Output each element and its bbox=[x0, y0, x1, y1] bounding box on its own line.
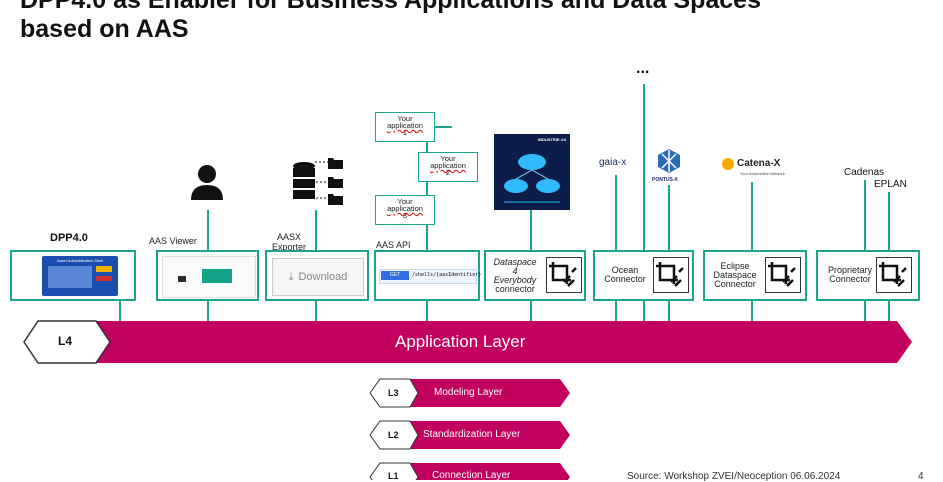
catena-x-logo-icon bbox=[722, 158, 734, 170]
eclipse-line1: Eclipse bbox=[720, 261, 750, 271]
viewer-device-icon bbox=[178, 276, 186, 282]
pontus-x-label: PONTUS-X bbox=[652, 177, 678, 183]
connector-line bbox=[119, 300, 121, 321]
ellipsis: ... bbox=[636, 60, 650, 77]
dataspace-line1: Dataspace bbox=[493, 257, 537, 267]
aas-viewer-box[interactable] bbox=[156, 250, 259, 301]
app-num: 3 bbox=[402, 211, 408, 220]
ocean-line1: Ocean bbox=[611, 265, 639, 275]
dpp-screenshot-title: Asset Administration Shell bbox=[56, 258, 104, 263]
app-line2: application bbox=[430, 161, 466, 170]
page-number: 4 bbox=[918, 471, 924, 482]
api-method-badge: GET bbox=[381, 271, 409, 280]
standardization-layer-label: Standardization Layer bbox=[423, 429, 521, 440]
aas-api-box[interactable]: GET /shells/{aasIdentifier} bbox=[374, 250, 482, 301]
application-layer-label: Application Layer bbox=[395, 332, 526, 351]
connection-layer-badge: L1 bbox=[388, 471, 399, 480]
your-application-2[interactable]: Your application 2 bbox=[418, 152, 478, 182]
title-line-1: DPP4.0 as Enabler for Business Applicati… bbox=[20, 0, 761, 14]
viewer-panel-icon bbox=[202, 269, 232, 283]
proprietary-line1: Proprietary bbox=[827, 265, 872, 275]
eclipse-label: Eclipse Dataspace Connector bbox=[709, 262, 761, 289]
proprietary-label: Proprietary Connector bbox=[822, 266, 878, 284]
source-note: Source: Workshop ZVEI/Neoception 06.06.2… bbox=[627, 471, 841, 482]
app-num: 1 bbox=[402, 128, 408, 137]
connector-icon bbox=[546, 257, 582, 293]
connector-icon bbox=[765, 257, 801, 293]
eplan-label: EPLAN bbox=[874, 179, 907, 190]
app-line1: Your bbox=[397, 114, 413, 123]
dpp-label: DPP4.0 bbox=[50, 232, 88, 244]
app-connector-line bbox=[434, 126, 452, 128]
slide-title: DPP4.0 as Enabler for Business Applicati… bbox=[20, 0, 920, 44]
dataspace-line3: Everybody bbox=[493, 275, 537, 285]
database-icon bbox=[290, 158, 346, 211]
proprietary-line2: Connector bbox=[829, 274, 871, 284]
gaia-x-logo: gaia-x bbox=[599, 157, 627, 168]
connector-line bbox=[615, 175, 617, 321]
app-line1: Your bbox=[440, 154, 456, 163]
aas-api-label: AAS API bbox=[376, 240, 411, 250]
standardization-layer-bar: L2 Standardization Layer bbox=[368, 420, 573, 450]
dataspace-connector-box[interactable]: Dataspace 4 Everybody connector bbox=[484, 250, 586, 301]
your-application-3[interactable]: Your application 3 bbox=[375, 195, 435, 225]
download-button[interactable]: ⤓ Download bbox=[272, 258, 364, 296]
user-icon bbox=[189, 162, 225, 207]
connector-icon bbox=[653, 257, 689, 293]
cadenas-label: Cadenas bbox=[844, 167, 885, 178]
connector-icon bbox=[876, 257, 912, 293]
download-label: Download bbox=[298, 271, 348, 283]
aasx-exporter-label: AASX Exporter bbox=[272, 232, 306, 252]
modeling-layer-label: Modeling Layer bbox=[434, 387, 503, 398]
application-layer-badge: L4 bbox=[58, 334, 73, 348]
dpp-screenshot: Asset Administration Shell bbox=[42, 256, 118, 296]
dpp-box[interactable]: Asset Administration Shell bbox=[10, 250, 136, 301]
aasx-label-line1: AASX bbox=[277, 232, 302, 242]
application-layer-bar: L4 Application Layer bbox=[0, 318, 943, 366]
dataspace-line2: 4 bbox=[512, 266, 518, 276]
modeling-layer-bar: L3 Modeling Layer bbox=[368, 378, 573, 408]
ocean-line2: Connector bbox=[604, 274, 646, 284]
app-line2: application bbox=[387, 204, 423, 213]
connection-layer-bar: L1 Connection Layer bbox=[368, 462, 573, 480]
proprietary-connector-box[interactable]: Proprietary Connector bbox=[816, 250, 920, 301]
eclipse-line3: Connector bbox=[714, 279, 756, 289]
aas-viewer-label: AAS Viewer bbox=[149, 236, 197, 246]
modeling-layer-badge: L3 bbox=[388, 388, 399, 398]
industrie-logo: INDUSTRIE 4.0 bbox=[538, 137, 567, 142]
title-line-2: based on AAS bbox=[20, 15, 189, 43]
catena-x-name: Catena-X bbox=[737, 158, 781, 169]
ocean-label: Ocean Connector bbox=[599, 266, 651, 284]
app-line1: Your bbox=[397, 197, 413, 206]
dataspace-label: Dataspace 4 Everybody connector bbox=[490, 258, 540, 294]
ocean-connector-box[interactable]: Ocean Connector bbox=[593, 250, 694, 301]
app-line2: application bbox=[387, 121, 423, 130]
connection-layer-label: Connection Layer bbox=[432, 470, 511, 480]
catena-x-tagline: Your Automotive Network bbox=[740, 171, 785, 176]
connector-line bbox=[643, 84, 645, 321]
app-num: 2 bbox=[445, 168, 451, 177]
eclipse-line2: Dataspace bbox=[713, 270, 757, 280]
standardization-layer-badge: L2 bbox=[388, 430, 399, 440]
dataspace-line4: connector bbox=[495, 284, 535, 294]
aasx-exporter-box[interactable]: ⤓ Download bbox=[265, 250, 369, 301]
eclipse-connector-box[interactable]: Eclipse Dataspace Connector bbox=[703, 250, 807, 301]
pontus-x-icon bbox=[656, 148, 682, 179]
download-icon: ⤓ bbox=[288, 270, 294, 283]
your-application-1[interactable]: Your application 1 bbox=[375, 112, 435, 142]
connector-line bbox=[426, 140, 428, 321]
api-path: /shells/{aasIdentifier} bbox=[412, 272, 482, 278]
industrie-cloud-image: INDUSTRIE 4.0 bbox=[494, 134, 570, 210]
aasx-label-line2: Exporter bbox=[272, 242, 307, 252]
